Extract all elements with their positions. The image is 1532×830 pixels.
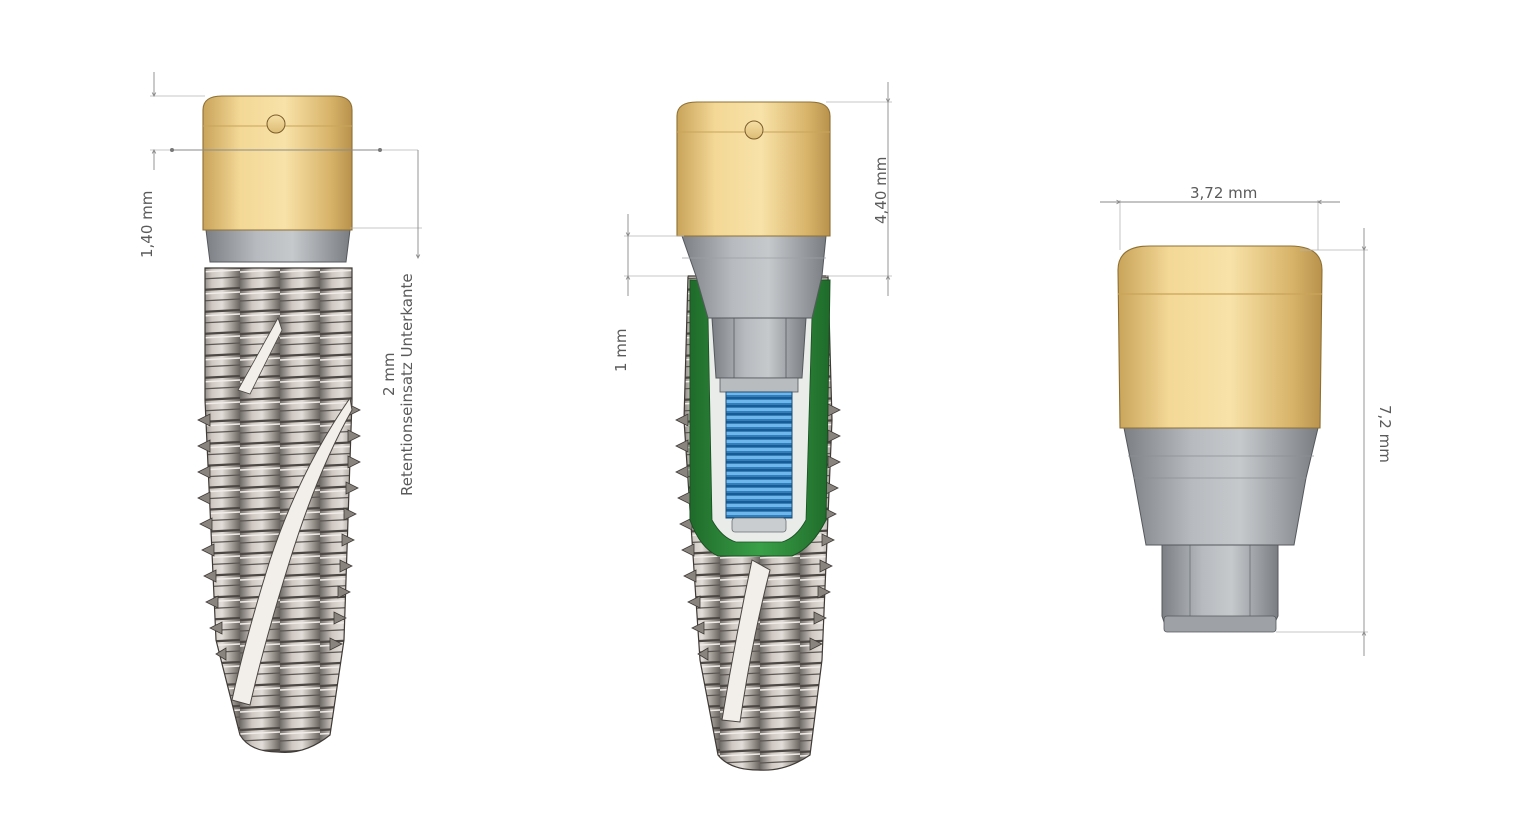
- right-dimensions: 3,72 mm 7,2 mm: [1100, 184, 1394, 656]
- right-width-label: 3,72 mm: [1190, 184, 1257, 202]
- left-dimensions: 1,40 mm 2 mm Retentionseinsatz Unterkant…: [138, 72, 422, 496]
- left-insert-caption: Retentionseinsatz Unterkante: [398, 273, 416, 496]
- middle-abutment-height-label: 4,40 mm: [872, 157, 890, 224]
- implant-left-cap-hole: [266, 114, 286, 134]
- abutment-right-hex: [1161, 544, 1279, 629]
- abutment-right-base: [1163, 615, 1277, 633]
- implant-middle-screw-tip: [731, 517, 787, 533]
- implant-left: [197, 95, 361, 753]
- implant-middle-flute: [721, 559, 771, 723]
- implant-middle: [675, 101, 841, 771]
- implant-left-flute: [231, 396, 353, 706]
- implant-left-flute-2: [237, 317, 283, 395]
- abutment-right-taper: [1123, 427, 1319, 546]
- implant-middle-gold-cap: [676, 101, 831, 237]
- left-cap-height-label: 1,40 mm: [138, 191, 156, 258]
- implant-left-thread-ridges: [197, 403, 361, 661]
- implant-middle-cap-hole: [744, 120, 764, 140]
- implant-middle-ledge: [719, 377, 799, 393]
- left-insert-depth-label: 2 mm: [380, 352, 398, 396]
- implant-middle-hex: [711, 317, 807, 379]
- middle-dimensions: 4,40 mm 1 mm: [612, 82, 892, 372]
- implant-left-body: [204, 267, 353, 753]
- implant-middle-screw: [725, 391, 793, 519]
- abutment-right-gold-cap: [1117, 245, 1323, 429]
- implant-left-collar: [205, 229, 351, 263]
- right-height-label: 7,2 mm: [1376, 405, 1394, 463]
- middle-collar-label: 1 mm: [612, 328, 630, 372]
- abutment-right: [1117, 245, 1323, 633]
- implant-left-gold-cap: [202, 95, 353, 231]
